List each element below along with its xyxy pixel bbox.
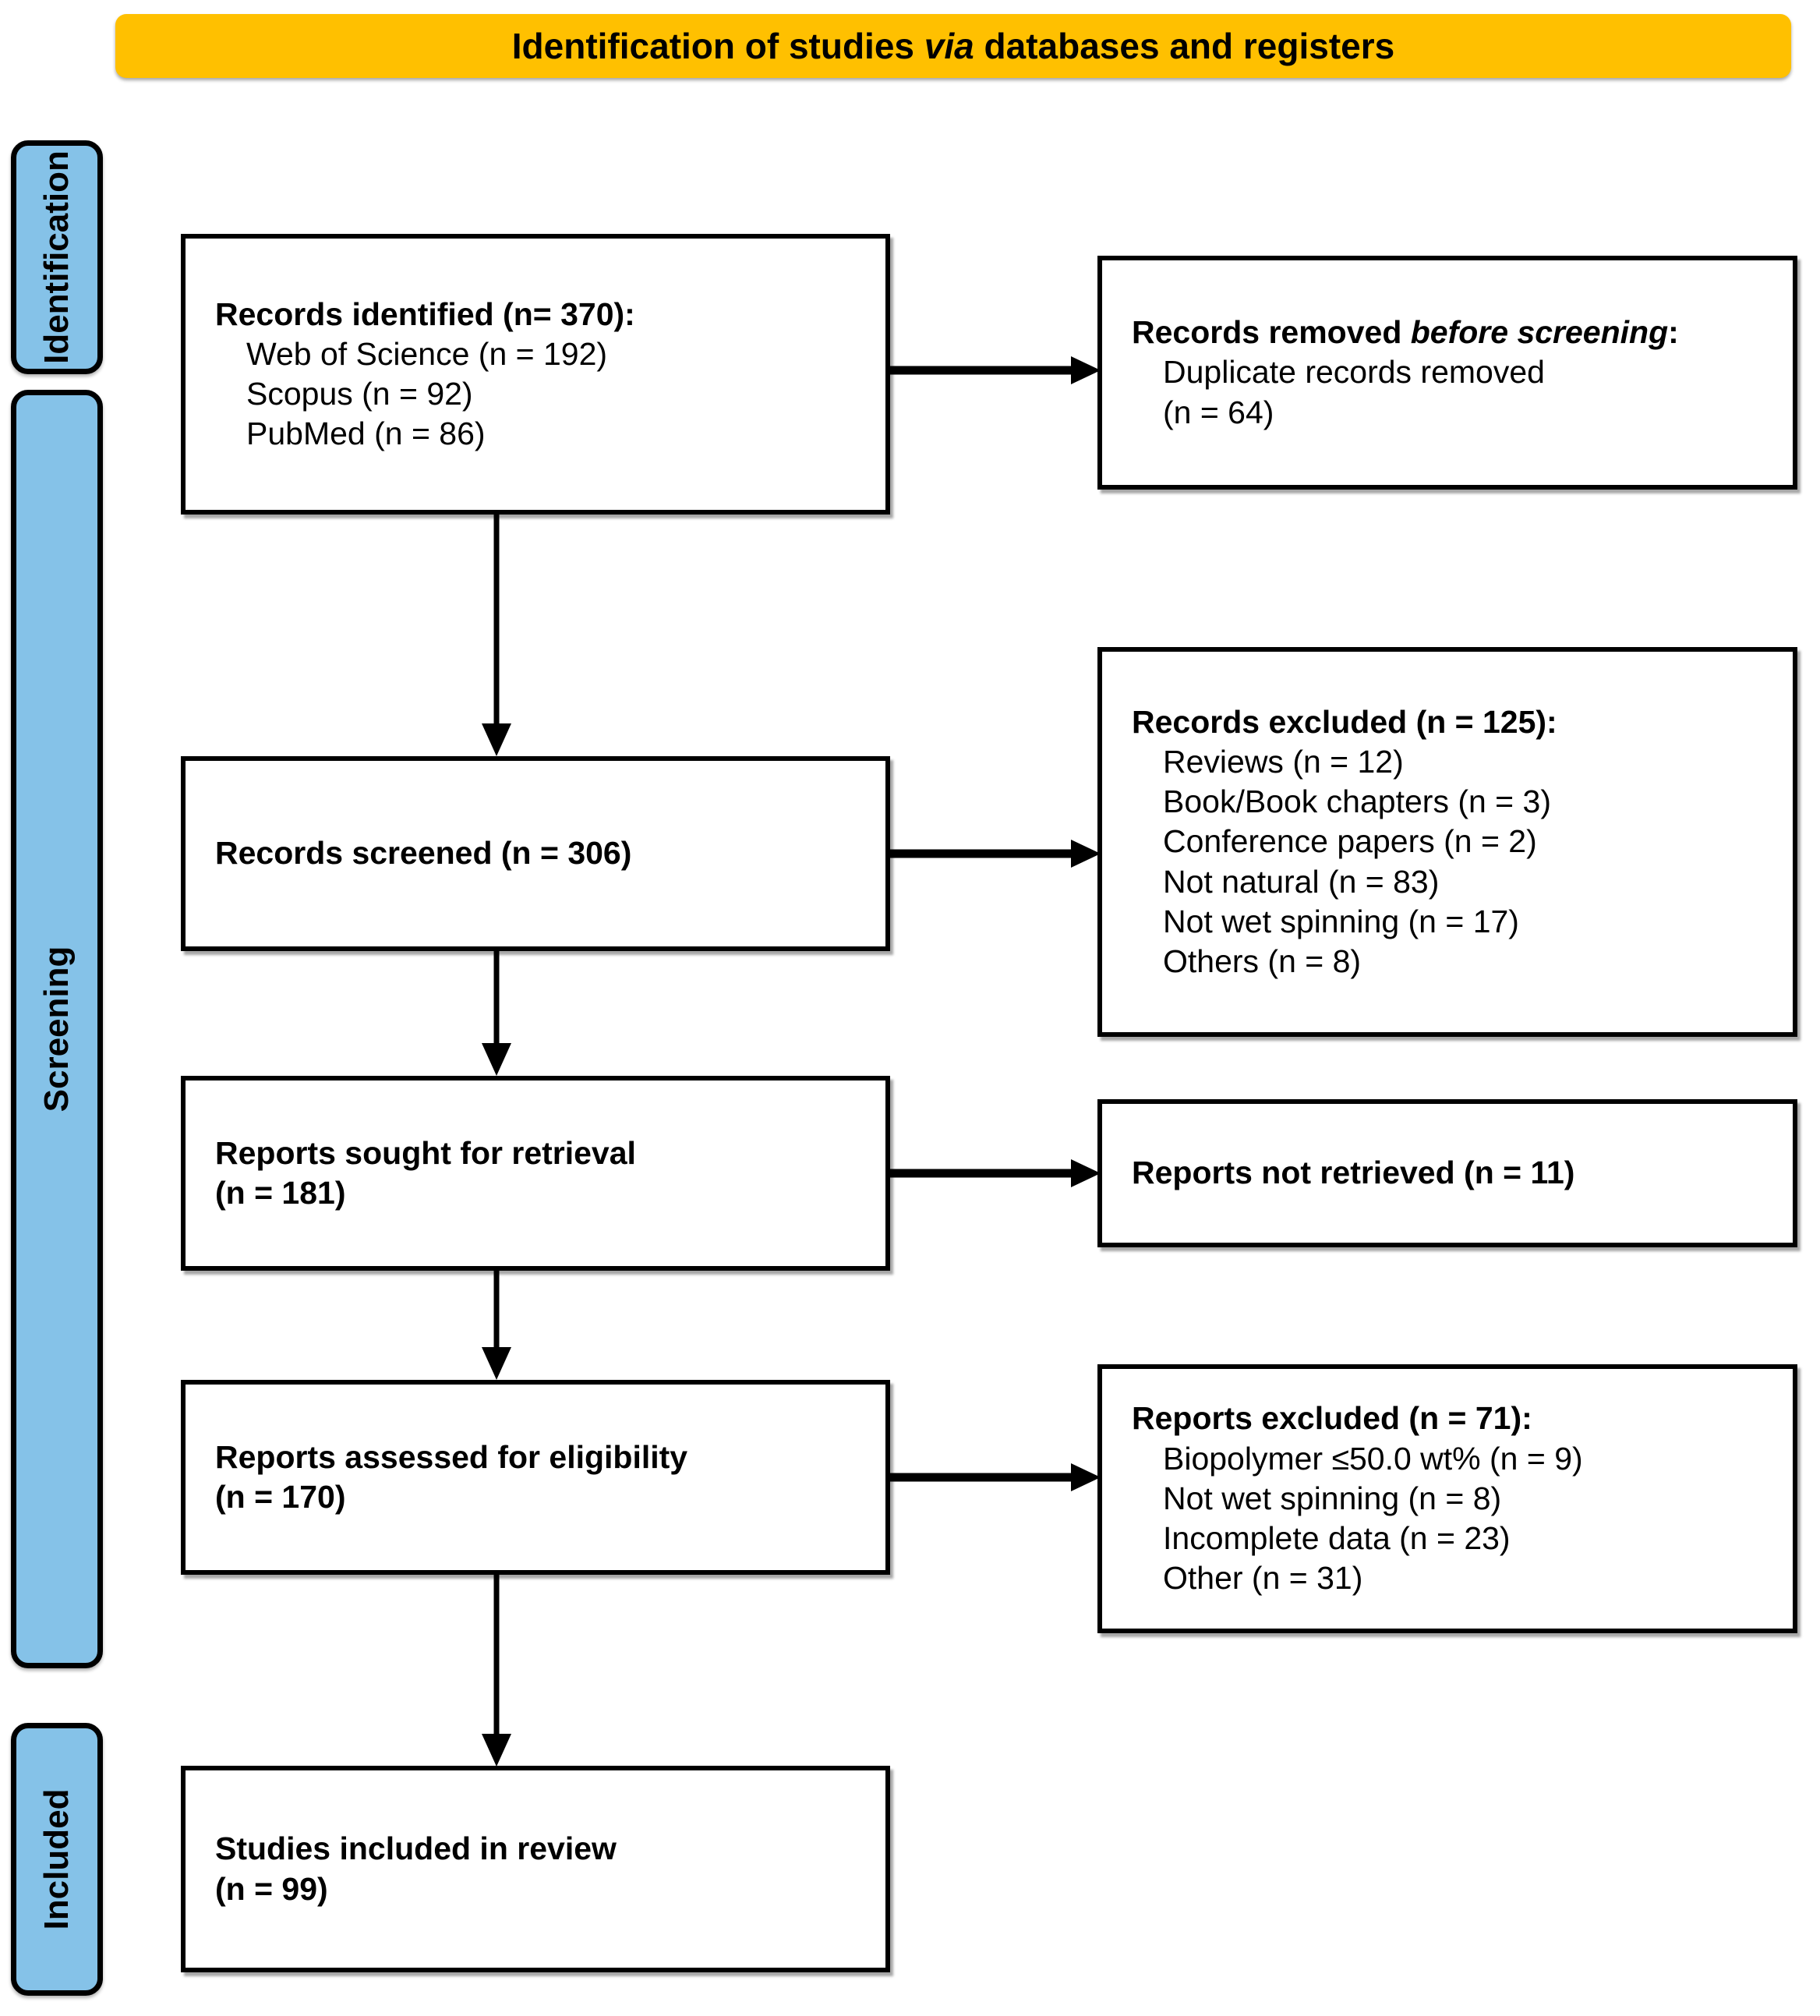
arrow-identified-to-screened [482,515,511,756]
arrow-sought-to-not-retrieved [890,1159,1101,1187]
diagram-header-banner: Identification of studies via databases … [115,14,1791,78]
box-records-removed-before-screening: Records removed before screening: Duplic… [1097,256,1797,490]
box-studies-included-count: (n = 99) [215,1870,328,1907]
box-records-removed-heading-post: : [1668,314,1679,351]
stage-label-screening: Screening [37,946,76,1112]
stage-bar-identification: Identification [11,140,103,374]
box-reports-sought-heading: Reports sought for retrieval [215,1134,636,1171]
box-reports-sought-count: (n = 181) [215,1175,346,1211]
box-records-identified-item: Web of Science (n = 192) [246,335,608,372]
box-records-identified: Records identified (n= 370): Web of Scie… [181,234,890,515]
box-records-excluded-item: Not wet spinning (n = 17) [1163,903,1519,939]
arrow-screened-to-sought [482,951,511,1076]
arrow-identified-to-removed [890,356,1101,384]
box-records-removed-heading-pre: Records removed [1132,314,1411,351]
box-reports-not-retrieved-heading: Reports not retrieved (n = 11) [1132,1155,1575,1191]
box-records-screened-heading: Records screened (n = 306) [215,835,632,872]
box-reports-assessed-for-eligibility: Reports assessed for eligibility (n = 17… [181,1380,890,1575]
box-records-excluded-item: Reviews (n = 12) [1163,743,1404,780]
box-records-removed-item: Duplicate records removed [1163,354,1545,391]
box-reports-excluded: Reports excluded (n = 71): Biopolymer ≤5… [1097,1364,1797,1633]
arrow-assessed-to-reports-excluded [890,1463,1101,1491]
box-records-removed-heading-italic: before screening [1410,314,1669,351]
box-records-identified-item: PubMed (n = 86) [246,416,486,452]
box-records-excluded-item: Others (n = 8) [1163,943,1362,980]
box-records-excluded-item: Book/Book chapters (n = 3) [1163,783,1551,820]
page-title-italic: via [924,26,974,66]
stage-label-identification: Identification [37,150,76,364]
page-title: Identification of studies via databases … [512,25,1394,67]
page-title-pre: Identification of studies [511,26,924,66]
box-records-removed-heading: Records removed before screening: [1102,313,1793,352]
box-records-excluded-heading: Records excluded (n = 125): [1132,703,1557,740]
box-reports-excluded-item: Biopolymer ≤50.0 wt% (n = 9) [1163,1440,1583,1477]
box-studies-included-heading: Studies included in review [215,1830,617,1867]
box-studies-included-in-review: Studies included in review (n = 99) [181,1766,890,1972]
box-records-excluded: Records excluded (n = 125): Reviews (n =… [1097,647,1797,1037]
stage-label-included: Included [37,1788,76,1930]
box-reports-assessed-count: (n = 170) [215,1479,346,1515]
box-reports-excluded-item: Not wet spinning (n = 8) [1163,1480,1502,1516]
stage-bar-included: Included [11,1723,103,1996]
box-reports-assessed-heading: Reports assessed for eligibility [215,1438,688,1475]
box-reports-excluded-item: Other (n = 31) [1163,1560,1363,1597]
arrow-screened-to-records-excluded [890,840,1101,868]
box-records-removed-count: (n = 64) [1163,394,1274,430]
box-reports-excluded-heading: Reports excluded (n = 71): [1132,1400,1532,1437]
box-records-identified-item: Scopus (n = 92) [246,376,473,412]
stage-bar-screening: Screening [11,390,103,1668]
box-reports-excluded-item: Incomplete data (n = 23) [1163,1520,1511,1557]
page-title-post: databases and registers [974,26,1395,66]
box-records-identified-heading: Records identified (n= 370): [215,295,635,332]
box-reports-not-retrieved: Reports not retrieved (n = 11) [1097,1099,1797,1247]
box-records-excluded-item: Not natural (n = 83) [1163,863,1440,900]
arrow-assessed-to-included [482,1575,511,1767]
box-records-excluded-item: Conference papers (n = 2) [1163,823,1537,860]
box-records-screened: Records screened (n = 306) [181,756,890,951]
box-reports-sought-for-retrieval: Reports sought for retrieval (n = 181) [181,1076,890,1271]
arrow-sought-to-assessed [482,1271,511,1380]
